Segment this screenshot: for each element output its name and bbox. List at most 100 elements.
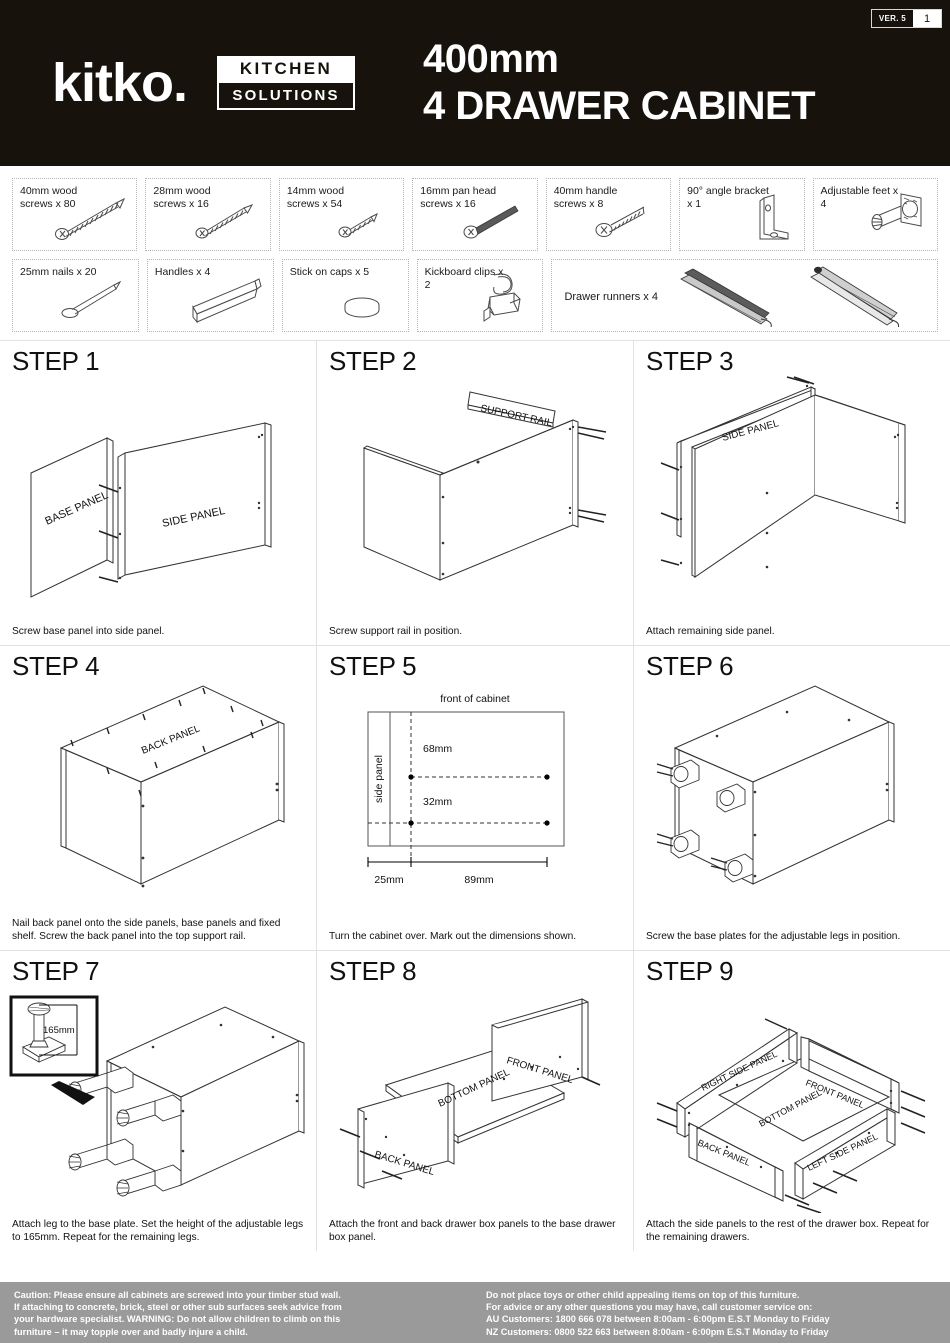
brand-logo: kitko. KITCHEN SOLUTIONS [52,53,356,113]
dim-label-25mm: 25mm [374,874,403,886]
step-title: STEP 7 [12,956,100,986]
step-caption: Screw support rail in position. [329,625,463,637]
part-label: 90° angle bracket x 1 [687,185,769,210]
step-5: STEP 5 front of cabinet [317,646,634,950]
part-label: 25mm nails x 20 [20,266,97,278]
footer-line: AU Customers: 1800 666 078 between 8:00a… [486,1314,830,1325]
part-item: 40mm wood screws x 80 [12,178,138,251]
part-item: Adjustable feet x 4 [812,178,938,251]
step-title: STEP 5 [329,651,417,681]
step-1-diagram: BASE PANEL SIDE PANEL [0,375,316,603]
part-item: 14mm wood screws x 54 [278,178,405,251]
footer-caution-column: Caution: Please ensure all cabinets are … [14,1289,466,1343]
step-title: STEP 3 [646,346,734,376]
part-item-drawer-runners: Drawer runners x 4 [551,259,938,332]
dim-label-32mm: 32mm [423,796,452,808]
part-label: Handles x 4 [154,266,211,278]
footer-line: NZ Customers: 0800 522 663 between 8:00a… [486,1326,829,1337]
part-label: 40mm wood screws x 80 [20,185,78,210]
part-item: 40mm handle screws x 8 [545,178,672,251]
dim-label-front-of-cabinet: front of cabinet [440,693,510,705]
part-label: 14mm wood screws x 54 [286,185,345,210]
step-caption: Screw base panel into side panel. [12,625,165,637]
part-label: 16mm pan head screws x 16 [420,185,497,210]
handle-screw-icon [595,206,645,237]
brand-tagline-kitchen: KITCHEN [217,55,356,83]
part-label: Kickboard clips x 2 [424,266,504,291]
step-title: STEP 2 [329,346,417,376]
wood-screw-short-icon [338,212,379,238]
step-8: STEP 8 [317,951,634,1251]
stick-on-cap-icon [344,297,380,318]
step-caption: Nail back panel onto the side panels, ba… [12,917,281,942]
step-title: STEP 9 [646,956,734,986]
page-number: 1 [913,10,941,27]
page-footer: Caution: Please ensure all cabinets are … [0,1282,950,1343]
step-caption: Turn the cabinet over. Mark out the dime… [329,930,577,942]
wood-screw-long-icon [55,197,126,240]
pan-head-screw-icon [463,205,519,239]
handle-bar-icon [192,278,262,324]
footer-line: furniture – it may topple over and badly… [14,1326,248,1337]
part-item: 25mm nails x 20 [12,259,139,332]
step-caption: Screw the base plates for the adjustable… [646,930,901,942]
step-3-diagram: SIDE PANEL [634,375,950,603]
part-label: Stick on caps x 5 [289,266,370,278]
footer-line: your hardware specialist. WARNING: Do no… [14,1314,341,1325]
step-4-diagram: BACK PANEL [0,680,316,908]
step-8-diagram: FRONT PANEL BOTTOM PANEL BACK PANEL [317,985,633,1213]
part-item: Kickboard clips x 2 [416,259,544,332]
steps-grid: STEP 1 [0,340,950,1251]
footer-line: Caution: Please ensure all cabinets are … [14,1290,341,1300]
angle-bracket-icon [759,194,789,240]
part-label: Adjustable feet x 4 [820,185,899,210]
brand-tagline: KITCHEN SOLUTIONS [217,55,356,111]
footer-line: If attaching to concrete, brick, steel o… [14,1302,342,1313]
nail-icon [61,280,122,318]
step-6: STEP 6 [634,646,950,950]
steps-row-1: STEP 1 [0,341,950,646]
step-4: STEP 4 [0,646,317,950]
step-2-diagram: SUPPORT RAIL [317,375,633,603]
part-item: 90° angle bracket x 1 [679,178,805,251]
steps-row-3: STEP 7 [0,951,950,1251]
footer-contact-column: Do not place toys or other child appeali… [466,1289,938,1343]
dim-label-68mm: 68mm [423,743,452,755]
adjustable-foot-icon [871,193,922,230]
dim-label-side-panel: side panel [373,755,385,803]
step-1: STEP 1 [0,341,317,645]
footer-line: Do not place toys or other child appeali… [486,1290,800,1300]
brand-wordmark: kitko. [52,53,188,113]
dim-label-89mm: 89mm [464,874,493,886]
page-title: 400mm 4 DRAWER CABINET [423,36,816,130]
parts-list: 40mm wood screws x 80 28mm wood screws x… [0,166,950,332]
drawer-runner-icon [680,266,900,327]
step-title: STEP 1 [12,346,100,376]
step-5-diagram: front of cabinet [317,680,633,908]
page-header: kitko. KITCHEN SOLUTIONS 400mm 4 DRAWER … [0,0,950,166]
inset-dimension-label: 165mm [43,1025,75,1036]
part-label: Drawer runners x 4 [564,291,658,303]
part-label: 40mm handle screws x 8 [553,185,618,210]
step-7-diagram: 165mm [0,985,316,1213]
step-9: STEP 9 [634,951,950,1251]
part-item: Stick on caps x 5 [281,259,409,332]
step-9-diagram: RIGHT SIDE PANEL FRONT PANEL BOTTOM PANE… [634,985,950,1213]
step-2: STEP 2 [317,341,634,645]
kickboard-clip-icon [483,273,521,322]
version-label: VER. 5 [878,14,906,23]
part-label: 28mm wood screws x 16 [153,185,211,210]
footer-line: For advice or any other questions you ma… [486,1302,813,1313]
step-caption: Attach the front and back drawer box pan… [329,1218,616,1243]
step-6-diagram [634,680,950,908]
step-title: STEP 8 [329,956,417,986]
wood-screw-medium-icon [195,204,253,239]
brand-tagline-solutions: SOLUTIONS [217,82,356,111]
parts-row-1: 40mm wood screws x 80 28mm wood screws x… [12,178,938,251]
step-3: STEP 3 [634,341,950,645]
step-caption: Attach leg to the base plate. Set the he… [12,1218,304,1243]
part-item: 28mm wood screws x 16 [145,178,271,251]
part-item: 16mm pan head screws x 16 [412,178,538,251]
product-name: 4 DRAWER CABINET [423,84,816,128]
